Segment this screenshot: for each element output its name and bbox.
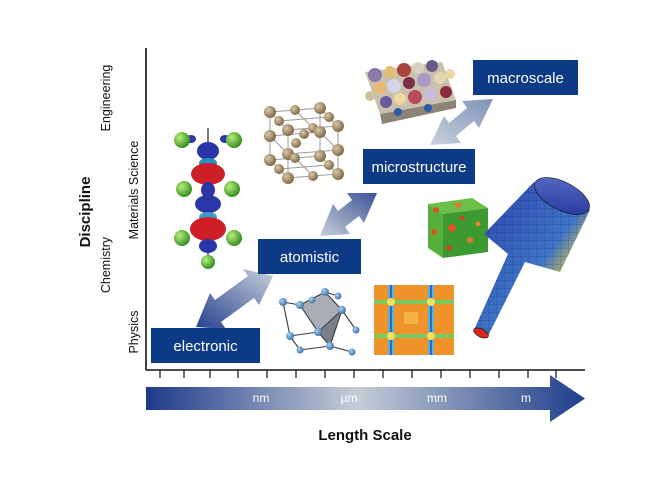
link-arrow-microstructure-macroscale xyxy=(430,99,493,145)
macroscale-box xyxy=(473,60,578,95)
x-axis-title: Length Scale xyxy=(318,427,411,444)
unit-label-mm: mm xyxy=(427,391,447,405)
link-arrow-electronic-atomistic xyxy=(196,269,273,329)
link-arrow-atomistic-microstructure xyxy=(320,193,377,236)
atomistic-box-label: atomistic xyxy=(280,249,340,266)
unit-label-m: m xyxy=(521,391,531,405)
discipline-label-physics: Physics xyxy=(127,310,141,353)
atomic-cluster-illustration xyxy=(279,288,360,356)
unit-label-um: µm xyxy=(341,391,358,405)
electronic-box xyxy=(151,328,260,363)
grain-cube-illustration xyxy=(428,198,488,258)
crystal-lattice-atoms xyxy=(264,102,344,184)
discipline-label-chemistry: Chemistry xyxy=(99,236,113,293)
discipline-label-materials-science: Materials Science xyxy=(127,141,141,240)
discipline-label-engineering: Engineering xyxy=(99,65,113,132)
stress-field-plot-illustration xyxy=(374,285,454,355)
microstructure-box-label: microstructure xyxy=(371,159,466,176)
atomistic-box xyxy=(258,239,361,274)
microstructure-grains-illustration xyxy=(365,60,456,124)
electronic-box-label: electronic xyxy=(173,338,238,355)
microstructure-box xyxy=(363,149,475,184)
y-axis-title: Discipline xyxy=(77,177,94,248)
macroscale-box-label: macroscale xyxy=(487,70,564,87)
tensile-specimen-illustration xyxy=(473,177,590,339)
length-scale-arrow xyxy=(146,375,585,422)
electron-orbital-illustration xyxy=(174,128,242,269)
x-axis-ticks xyxy=(159,370,557,378)
unit-label-nm: nm xyxy=(253,391,270,405)
